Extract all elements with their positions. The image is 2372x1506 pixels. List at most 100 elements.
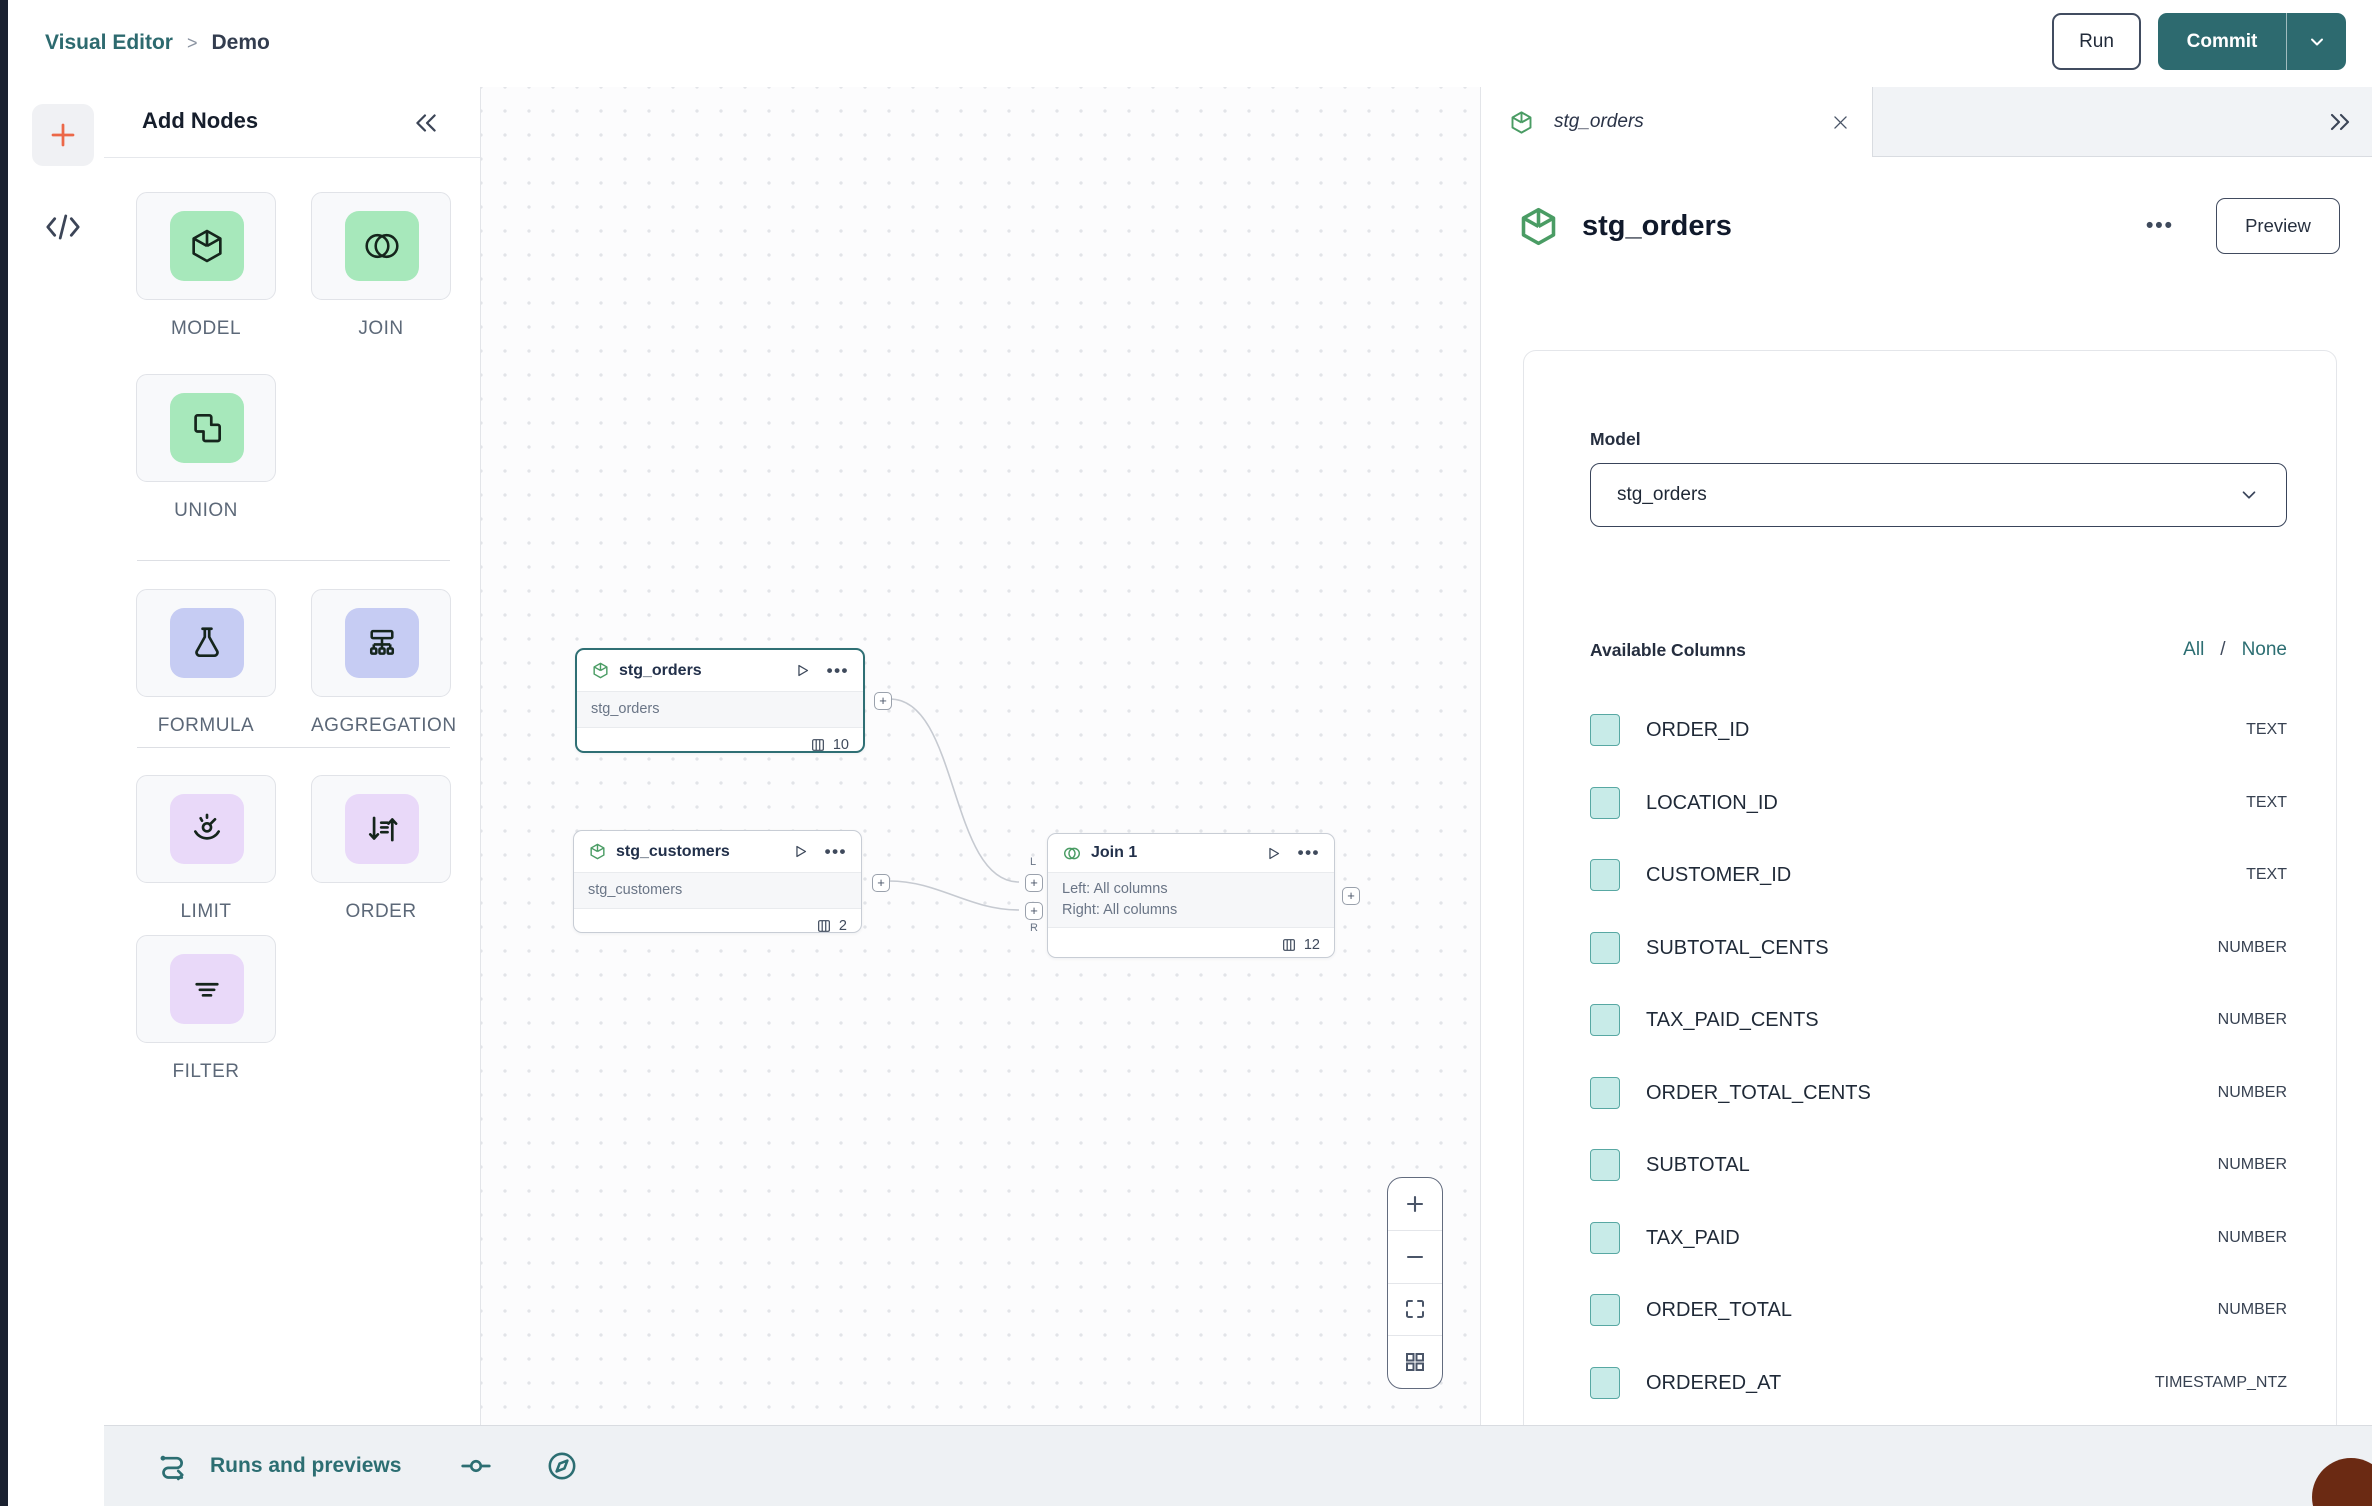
fit-view-button[interactable] <box>1388 1284 1442 1337</box>
column-checkbox[interactable] <box>1590 1004 1620 1036</box>
column-checkbox[interactable] <box>1590 1149 1620 1181</box>
column-type: NUMBER <box>2217 1084 2287 1101</box>
palette-item-union[interactable] <box>136 374 276 482</box>
compass-button[interactable] <box>545 1449 579 1483</box>
node-stg-customers[interactable]: stg_customers ••• stg_customers 2 + <box>573 830 890 934</box>
palette-item-filter[interactable] <box>136 935 276 1043</box>
join-right-line: Right: All columns <box>1062 902 1178 918</box>
palette-item-join[interactable] <box>311 192 451 300</box>
union-squares-icon <box>170 393 244 463</box>
play-icon[interactable] <box>792 843 809 860</box>
add-nodes-panel: Add Nodes MODEL JOIN UNION <box>104 87 481 1425</box>
panel-menu-icon[interactable]: ••• <box>2145 214 2174 237</box>
edge-layer <box>888 698 1020 911</box>
node-footer: 10 <box>577 728 863 762</box>
code-view-button[interactable] <box>38 207 88 247</box>
palette-label-limit: LIMIT <box>180 901 232 922</box>
auto-layout-button[interactable] <box>1388 1336 1442 1388</box>
node-config-card: Model stg_orders Available Columns All /… <box>1523 350 2337 1506</box>
sort-arrows-icon <box>345 794 419 864</box>
column-checkbox[interactable] <box>1590 1077 1620 1109</box>
node-menu-icon[interactable]: ••• <box>1297 843 1320 862</box>
palette-label-filter: FILTER <box>172 1061 240 1082</box>
cube-icon <box>588 842 607 861</box>
zoom-in-button[interactable] <box>1388 1178 1442 1231</box>
column-name: SUBTOTAL_CENTS <box>1646 936 1829 959</box>
play-icon[interactable] <box>794 662 811 679</box>
palette-label-model: MODEL <box>170 318 242 339</box>
commit-split-button: Commit <box>2158 13 2346 70</box>
columns-icon <box>1281 937 1297 953</box>
select-all-link[interactable]: All <box>2183 639 2205 660</box>
node-header: Join 1 ••• <box>1048 834 1334 872</box>
breadcrumb-root-link[interactable]: Visual Editor <box>45 31 173 54</box>
output-port[interactable]: + <box>872 874 890 892</box>
column-checkbox[interactable] <box>1590 787 1620 819</box>
collapse-panel-button[interactable] <box>404 105 448 141</box>
model-select-value: stg_orders <box>1617 484 1707 505</box>
close-icon[interactable] <box>1831 113 1850 132</box>
palette-label-union: UNION <box>174 500 238 521</box>
column-checkbox[interactable] <box>1590 1294 1620 1326</box>
palette-divider <box>137 560 450 561</box>
select-none-link[interactable]: None <box>2241 639 2287 660</box>
preview-button[interactable]: Preview <box>2216 198 2340 254</box>
cube-icon <box>170 211 244 281</box>
node-stg-orders[interactable]: stg_orders ••• stg_orders 10 + <box>575 648 892 753</box>
commit-button[interactable]: Commit <box>2158 13 2287 70</box>
columns-icon <box>816 918 832 934</box>
column-checkbox[interactable] <box>1590 859 1620 891</box>
available-columns-title: Available Columns <box>1590 639 1746 660</box>
node-menu-icon[interactable]: ••• <box>826 660 849 680</box>
column-checkbox[interactable] <box>1590 714 1620 746</box>
palette-item-aggregation[interactable] <box>311 589 451 697</box>
column-row: ORDER_ID TEXT <box>1590 710 2287 750</box>
collapse-panel-button[interactable] <box>2320 104 2360 140</box>
column-count: 2 <box>838 918 847 934</box>
join-right-input-port[interactable]: + <box>1025 902 1043 920</box>
model-select[interactable]: stg_orders <box>1590 463 2287 527</box>
double-chevron-right-icon <box>2326 110 2354 134</box>
column-type: TEXT <box>2246 794 2287 811</box>
tab-stg-orders[interactable]: stg_orders <box>1481 87 1873 157</box>
add-nodes-title: Add Nodes <box>142 108 259 133</box>
palette-item-limit[interactable] <box>136 775 276 883</box>
double-chevron-left-icon <box>411 110 441 136</box>
output-port[interactable]: + <box>1342 887 1360 905</box>
node-join-1[interactable]: Join 1 ••• Left: All columns Right: All … <box>1025 833 1360 958</box>
cube-icon <box>1516 204 1561 249</box>
node-menu-icon[interactable]: ••• <box>824 841 847 861</box>
column-checkbox[interactable] <box>1590 1367 1620 1399</box>
column-name: SUBTOTAL <box>1646 1153 1750 1176</box>
column-checkbox[interactable] <box>1590 932 1620 964</box>
chevron-down-icon <box>2238 484 2260 506</box>
palette-item-formula[interactable] <box>136 589 276 697</box>
column-name: ORDERED_AT <box>1646 1371 1782 1394</box>
commit-dropdown-button[interactable] <box>2287 13 2346 70</box>
zoom-out-button[interactable] <box>1388 1231 1442 1284</box>
panel-tab-bar: stg_orders <box>1481 87 2372 157</box>
runs-and-previews-button[interactable]: Runs and previews <box>210 1454 402 1477</box>
cube-icon <box>591 661 610 680</box>
dag-canvas[interactable]: stg_orders ••• stg_orders 10 + <box>481 87 1481 1425</box>
column-name: CUSTOMER_ID <box>1646 863 1792 886</box>
add-node-button[interactable] <box>32 104 94 166</box>
panel-title-row: stg_orders ••• Preview <box>1516 195 2340 257</box>
palette-divider <box>137 747 450 748</box>
run-button[interactable]: Run <box>2052 13 2141 70</box>
gauge-icon <box>170 794 244 864</box>
column-type: TIMESTAMP_NTZ <box>2154 1374 2287 1391</box>
palette-item-model[interactable] <box>136 192 276 300</box>
output-port[interactable]: + <box>874 692 892 710</box>
edge-customers-to-join <box>888 880 1020 911</box>
palette-item-order[interactable] <box>311 775 451 883</box>
column-type: TEXT <box>2246 721 2287 738</box>
join-left-input-port[interactable]: + <box>1025 874 1043 892</box>
column-checkbox[interactable] <box>1590 1222 1620 1254</box>
column-row: SUBTOTAL_CENTS NUMBER <box>1590 928 2287 968</box>
commit-node-button[interactable] <box>459 1452 493 1480</box>
model-field-label: Model <box>1590 429 1641 449</box>
left-toolbar <box>8 87 104 1506</box>
node-title: stg_customers <box>616 842 730 860</box>
play-icon[interactable] <box>1265 845 1282 862</box>
